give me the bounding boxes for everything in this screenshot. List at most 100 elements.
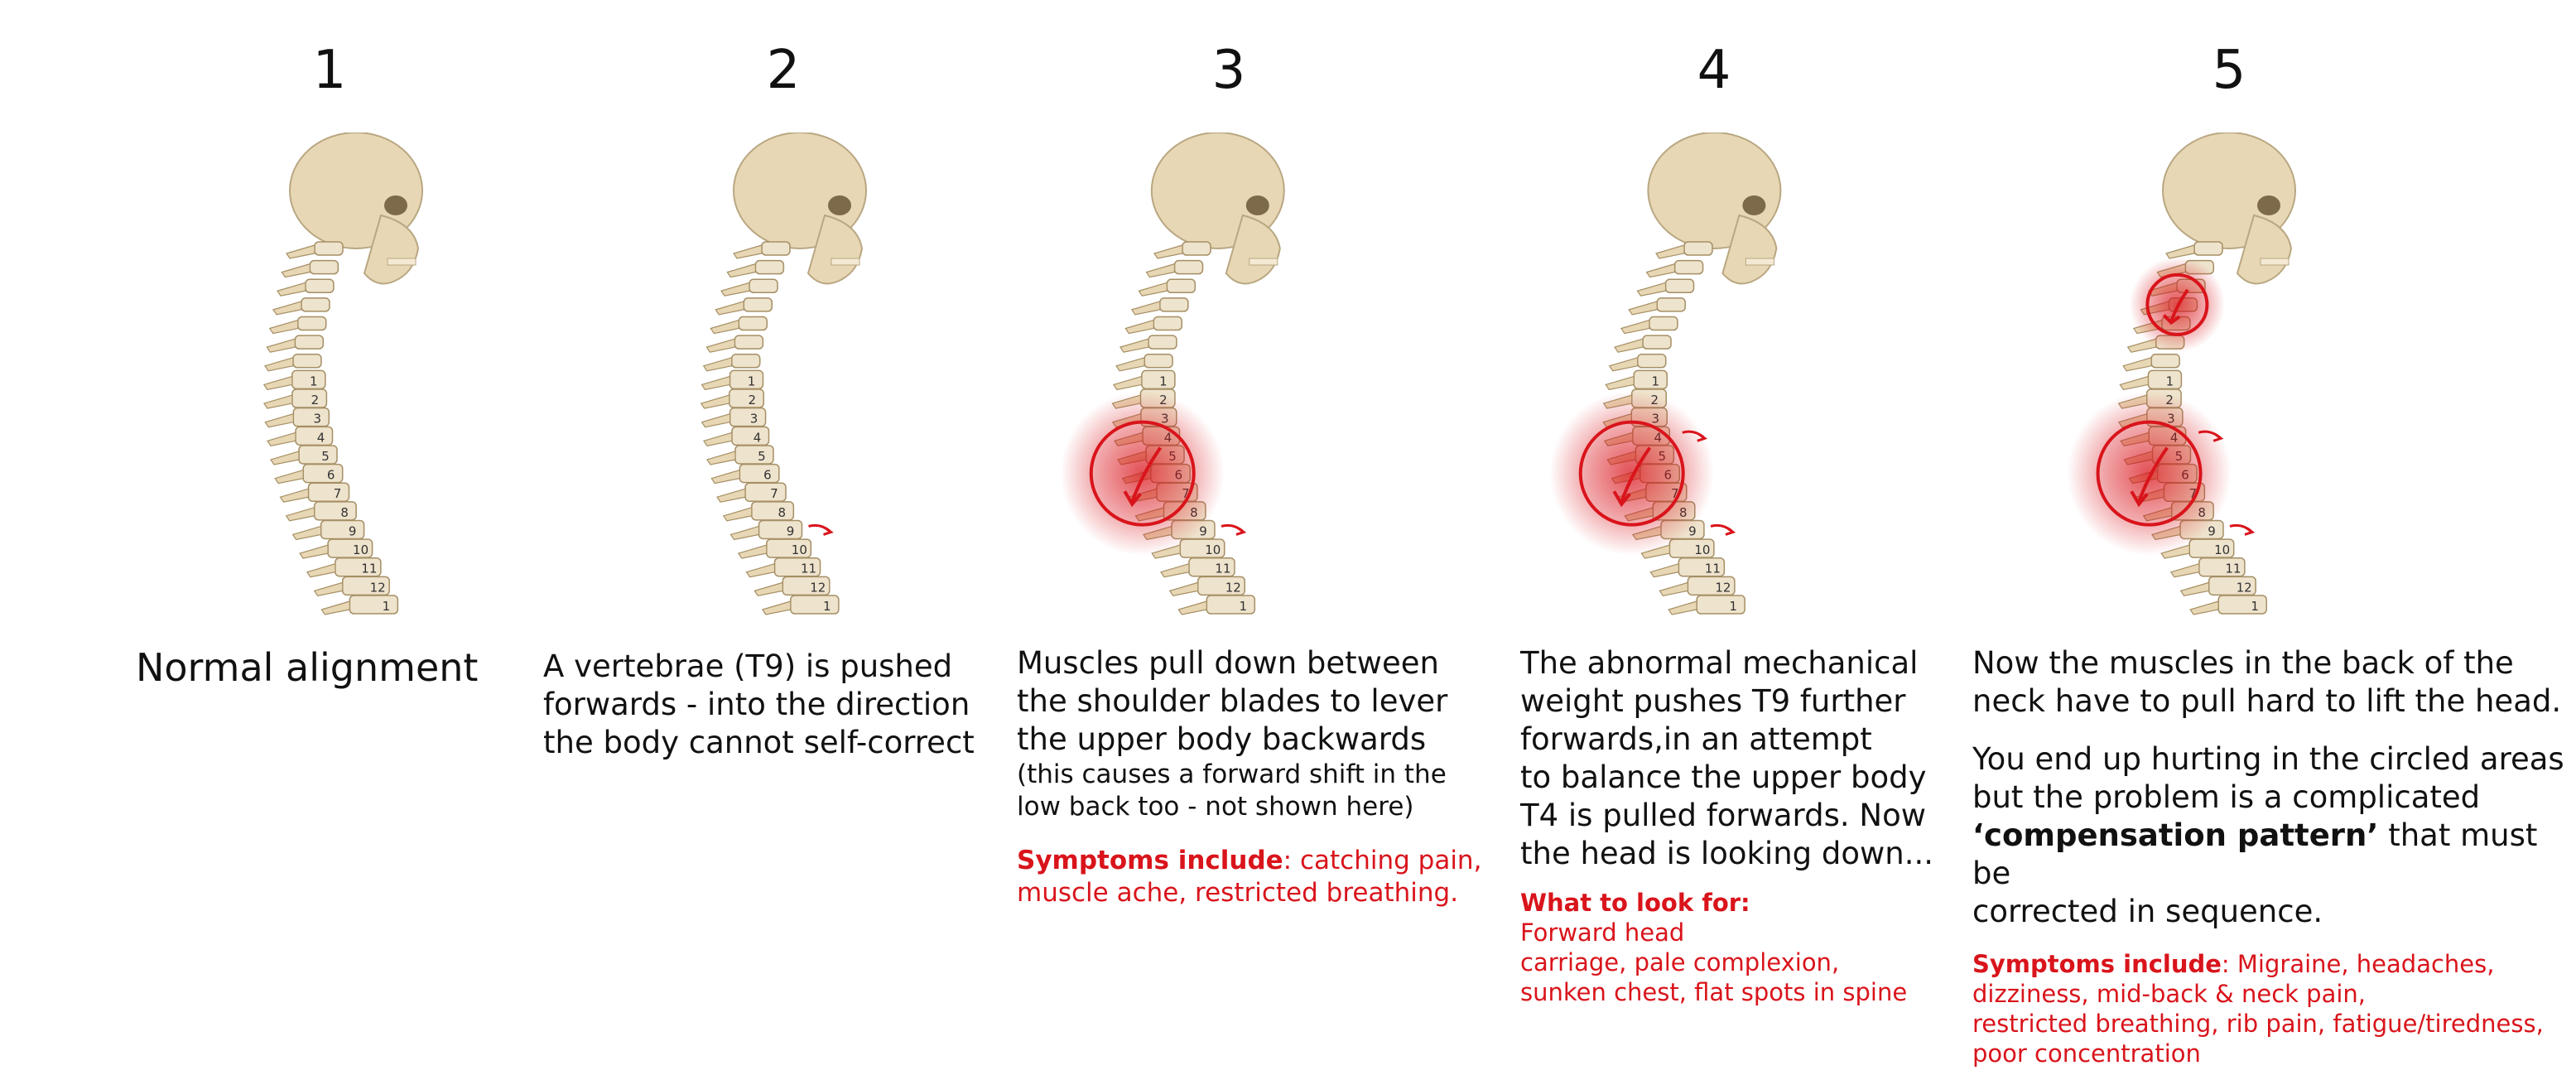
look-for-line: carriage, pale complexion, [1520,948,1840,976]
pain-area-circle [2129,257,2226,353]
vertebra-label: 11 [1705,562,1721,576]
vertebra: 6 [710,463,780,485]
vertebra-label: 6 [327,468,335,483]
skull-icon [289,133,423,285]
step-number-2: 2 [766,40,801,101]
forward-arrow-icon [1221,523,1247,536]
caption-5-line: corrected in sequence. [1972,894,2323,929]
vertebra: 5 [270,445,338,465]
symptoms-text-3: : catching pain, [1283,846,1482,875]
step-number-4: 4 [1697,40,1731,101]
caption-4-line: The abnormal mechanical [1520,645,1919,681]
caption-4-line: T4 is pulled forwards. Now [1520,798,1926,833]
caption-3: Muscles pull down between the shoulder b… [1017,644,1481,909]
vertebra-label: 1 [748,374,756,388]
cervical-vertebra [1119,335,1177,353]
vertebra: 10 [299,538,373,559]
cervical-vertebra [1614,335,1672,353]
caption-4-line: forwards,in an attempt [1520,721,1872,757]
vertebra: 7 [279,482,350,503]
vertebra: 1 [1668,595,1745,615]
compensation-pattern-phrase: ‘compensation pattern’ [1972,817,2379,853]
caption-5-line: but the problem is a complicated [1972,779,2481,815]
vertebra: 11 [306,557,382,578]
step-number-3: 3 [1211,40,1246,101]
vertebra-label: 3 [750,412,758,427]
vertebra: 1 [1605,369,1668,391]
cervical-vertebra [1138,278,1197,297]
cervical-vertebra [720,278,778,297]
vertebra-label: 11 [1215,562,1230,576]
caption-5-line: You end up hurting in the circled areas [1972,741,2564,777]
cervical-vertebra [1645,259,1704,278]
pain-area-circle [1060,391,1225,556]
cervical-vertebra [2122,354,2180,372]
vertebra: 12 [754,576,831,597]
vertebra-label: 3 [314,412,322,427]
caption-1-title: Normal alignment [136,645,479,690]
skull-icon [733,133,867,285]
vertebra-label: 6 [763,468,772,483]
symptoms-label-5: Symptoms include [1972,950,2222,978]
vertebra-label: 1 [383,599,391,614]
cervical-vertebra [1628,297,1686,316]
vertebra-label: 9 [349,523,357,538]
vertebra-label: 10 [1205,542,1221,557]
vertebra-label: 9 [1199,523,1207,538]
vertebra: 9 [291,519,365,541]
vertebra-label: 12 [1715,580,1731,595]
vertebra-label: 7 [770,486,778,501]
vertebra-label: 10 [1694,542,1710,557]
vertebra-label: 8 [778,505,787,520]
vertebra: 9 [729,519,803,541]
caption-5-line: Now the muscles in the back of the [1972,645,2514,681]
cervical-vertebra [1620,316,1678,335]
vertebra: 2 [262,388,328,409]
caption-4-line: the head is looking down... [1520,836,1934,871]
skull-icon [2162,133,2296,285]
cervical-vertebra [733,241,791,259]
vertebra: 11 [745,557,821,578]
cervical-vertebra [710,316,768,335]
caption-2: A vertebrae (T9) is pushed forwards - in… [543,648,975,762]
caption-3-note: low back too - not shown here) [1017,792,1414,822]
vertebra-label: 11 [361,562,377,576]
vertebra: 1 [2189,595,2267,615]
vertebra: 4 [703,426,770,446]
vertebra-label: 9 [1688,523,1697,538]
cervical-vertebra [2165,241,2223,259]
cervical-vertebra [1115,354,1173,372]
caption-2-line: the body cannot self-correct [543,725,975,760]
caption-3-line: the shoulder blades to lever [1017,683,1448,719]
forward-arrow-icon [1682,430,1708,442]
cervical-vertebra [286,241,344,259]
vertebra: 1 [701,369,764,391]
cervical-vertebra [702,354,761,372]
step-number-1: 1 [312,40,347,101]
caption-4-line: weight pushes T9 further [1520,683,1906,719]
cervical-vertebra [276,278,335,297]
symptoms-label-3: Symptoms include [1017,846,1283,875]
vertebra: 12 [313,576,390,597]
vertebra: 1 [1177,595,1256,615]
look-for-line: sunken chest, flat spots in spine [1520,978,1908,1006]
symptoms-text-3: muscle ache, restricted breathing. [1017,878,1459,908]
vertebra: 3 [701,407,767,428]
cervical-vertebra [264,354,322,372]
cervical-vertebra [1655,241,1713,259]
vertebra: 8 [285,501,357,522]
cervical-vertebra [268,316,327,335]
caption-4: The abnormal mechanical weight pushes T9… [1520,644,1933,1007]
vertebra: 1 [761,595,840,615]
vertebra-label: 1 [1240,599,1248,614]
vertebra-label: 10 [792,542,807,557]
vertebra-label: 12 [2237,580,2252,595]
vertebra: 4 [267,426,334,446]
vertebra-label: 4 [317,430,325,445]
vertebra-label: 12 [810,580,826,595]
vertebra-label: 9 [2208,523,2216,538]
vertebra: 1 [1112,369,1176,391]
